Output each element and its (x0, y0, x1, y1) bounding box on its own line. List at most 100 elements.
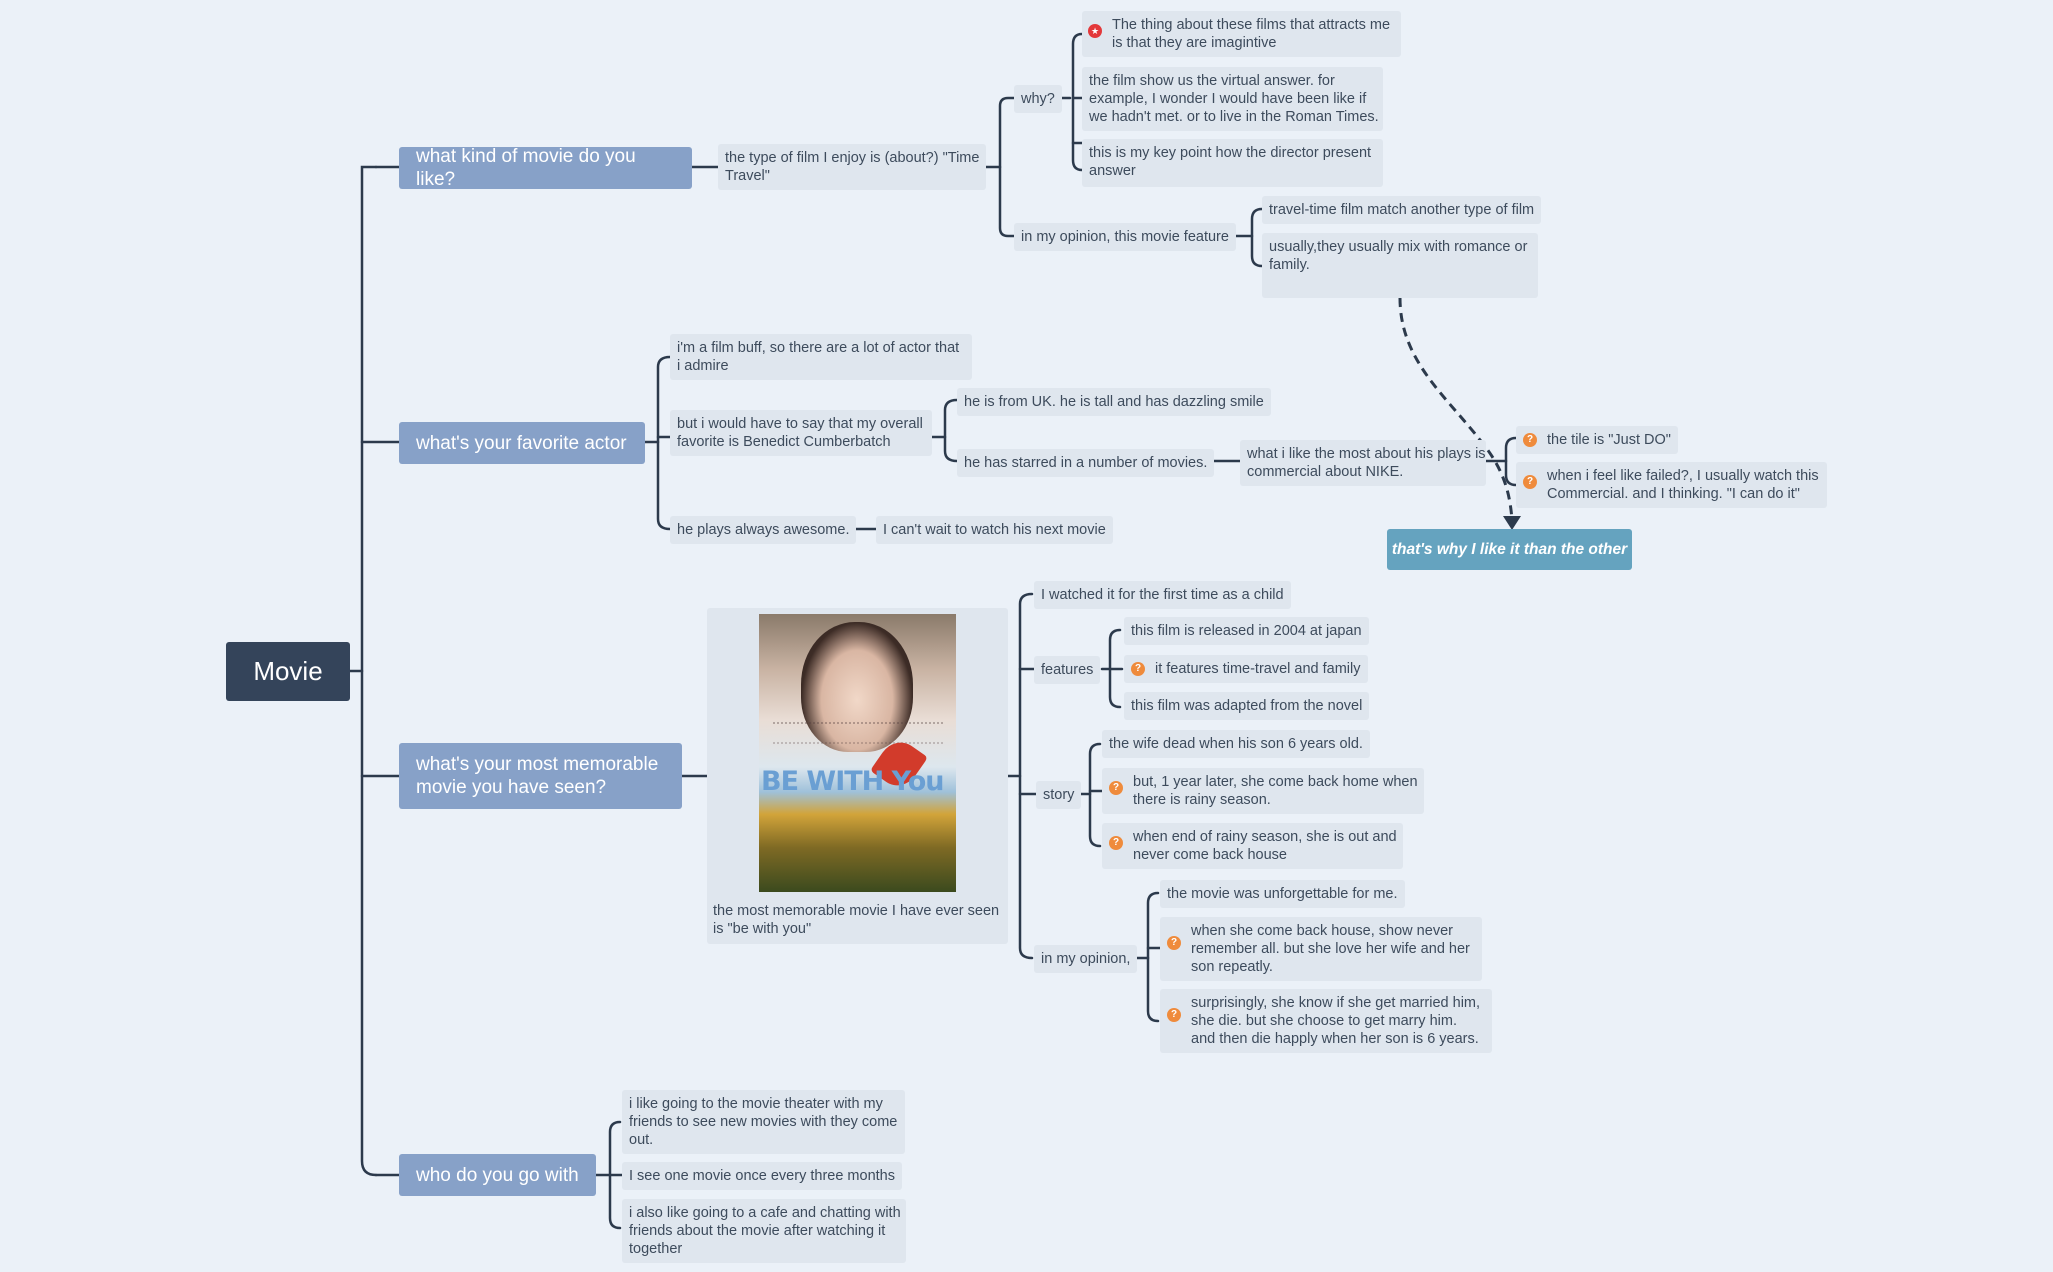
subtopic-label: usually,they usually mix with romance or (1269, 238, 1531, 256)
subtopic-favorite-cumberbatch[interactable]: but i would have to say that my overall … (670, 410, 932, 456)
subtopic-label: I see one movie once every three months (629, 1168, 895, 1184)
subtopic-label: features (1041, 662, 1093, 678)
subtopic-released-2004[interactable]: this film is released in 2004 at japan (1124, 617, 1369, 645)
subtopic-label: The thing about these films that attract… (1112, 16, 1390, 52)
subtopic-in-my-opinion[interactable]: in my opinion, (1034, 945, 1137, 973)
topic-label: what's your favorite actor (416, 432, 627, 455)
subtopic-label: the movie was unforgettable for me. (1167, 886, 1398, 902)
floating-label: that's why I like it than the other (1392, 541, 1627, 559)
subtopic-label: answer (1089, 162, 1376, 180)
subtopic-story[interactable]: story (1036, 781, 1081, 809)
subtopic-just-do[interactable]: ? the tile is "Just DO" (1516, 426, 1678, 454)
subtopic-from-uk[interactable]: he is from UK. he is tall and has dazzli… (957, 388, 1271, 416)
star-icon: ★ (1088, 24, 1102, 38)
subtopic-label: in my opinion, this movie feature (1021, 229, 1229, 245)
subtopic-label: but, 1 year later, she come back home wh… (1133, 773, 1418, 809)
floating-topic[interactable]: that's why I like it than the other (1387, 529, 1632, 570)
subtopic-label: I watched it for the first time as a chi… (1041, 587, 1284, 603)
subtopic-nike[interactable]: what i like the most about his plays is … (1240, 440, 1486, 486)
subtopic-label: he plays always awesome. (677, 522, 849, 538)
subtopic-why[interactable]: why? (1014, 85, 1062, 113)
question-icon: ? (1523, 475, 1537, 489)
question-icon: ? (1109, 836, 1123, 850)
subtopic-opinion-feature[interactable]: in my opinion, this movie feature (1014, 223, 1236, 251)
subtopic-label: what i like the most about his plays is (1247, 445, 1479, 463)
movie-poster-image: BE WITH You (759, 614, 956, 892)
poster-fine-print (773, 722, 943, 744)
topic-label: who do you go with (416, 1164, 579, 1187)
subtopic-label: i also like going to a cafe and chatting… (629, 1204, 899, 1222)
subtopic-why-virtual-answer[interactable]: the film show us the virtual answer. for… (1082, 67, 1383, 131)
subtopic-wife-dead[interactable]: the wife dead when his son 6 years old. (1102, 730, 1370, 758)
subtopic-choose-to-marry[interactable]: ? surprisingly, she know if she get marr… (1160, 989, 1492, 1053)
subtopic-film-buff[interactable]: i'm a film buff, so there are a lot of a… (670, 334, 972, 380)
root-label: Movie (253, 656, 322, 687)
subtopic-label: when i feel like failed?, I usually watc… (1547, 467, 1819, 503)
subtopic-label: i admire (677, 357, 965, 375)
subtopic-label: the wife dead when his son 6 years old. (1109, 736, 1363, 752)
subtopic-label: in my opinion, (1041, 951, 1130, 967)
subtopic-label: friends about the movie after watching i… (629, 1222, 899, 1240)
subtopic-first-time-child[interactable]: I watched it for the first time as a chi… (1034, 581, 1291, 609)
subtopic-label: i'm a film buff, so there are a lot of a… (677, 339, 965, 357)
subtopic-label: when end of rainy season, she is out and… (1133, 828, 1397, 864)
subtopic-label: together (629, 1240, 899, 1258)
subtopic-starred-movies[interactable]: he has starred in a number of movies. (957, 449, 1214, 477)
subtopic-film-type[interactable]: the type of film I enjoy is (about?) "Ti… (718, 144, 986, 190)
subtopic-label: this is my key point how the director pr… (1089, 144, 1376, 162)
subtopic-label: out. (629, 1131, 898, 1149)
subtopic-label: the most memorable movie I have ever see… (713, 902, 999, 920)
subtopic-movie-theater-friends[interactable]: i like going to the movie theater with m… (622, 1090, 905, 1154)
topic-label: what's your most memorable movie you hav… (416, 753, 658, 799)
topic-who-go-with[interactable]: who do you go with (399, 1154, 596, 1196)
subtopic-label: the film show us the virtual answer. for (1089, 72, 1376, 90)
subtopic-label: he has starred in a number of movies. (964, 455, 1207, 471)
subtopic-label: story (1043, 787, 1074, 803)
subtopic-label: family. (1269, 256, 1531, 274)
subtopic-label: commercial about NIKE. (1247, 463, 1479, 481)
subtopic-plays-awesome[interactable]: he plays always awesome. (670, 516, 856, 544)
subtopic-label: is "be with you" (713, 920, 811, 938)
subtopic-label: he is from UK. he is tall and has dazzli… (964, 394, 1264, 410)
subtopic-label: favorite is Benedict Cumberbatch (677, 433, 925, 451)
subtopic-label: we hadn't met. or to live in the Roman T… (1089, 108, 1376, 126)
subtopic-why-imaginative[interactable]: ★ The thing about these films that attra… (1082, 11, 1401, 57)
subtopic-label: surprisingly, she know if she get marrie… (1191, 994, 1480, 1048)
question-icon: ? (1109, 781, 1123, 795)
subtopic-label: example, I wonder I would have been like… (1089, 90, 1376, 108)
subtopic-label: why? (1021, 91, 1055, 107)
subtopic-adapted-novel[interactable]: this film was adapted from the novel (1124, 692, 1369, 720)
root-topic[interactable]: Movie (226, 642, 350, 701)
subtopic-label: friends to see new movies with they come (629, 1113, 898, 1131)
subtopic-label: this film was adapted from the novel (1131, 698, 1362, 714)
subtopic-opinion-mix[interactable]: usually,they usually mix with romance or… (1262, 233, 1538, 298)
subtopic-features[interactable]: features (1034, 656, 1100, 684)
subtopic-come-back-rainy[interactable]: ? but, 1 year later, she come back home … (1102, 768, 1424, 814)
question-icon: ? (1167, 1008, 1181, 1022)
subtopic-label: this film is released in 2004 at japan (1131, 623, 1362, 639)
subtopic-label: Travel" (725, 167, 979, 185)
subtopic-label: travel-time film match another type of f… (1269, 202, 1534, 218)
topic-kind-of-movie[interactable]: what kind of movie do you like? (399, 147, 692, 189)
subtopic-time-travel-family[interactable]: ? it features time-travel and family (1124, 655, 1368, 683)
subtopic-cafe-chatting[interactable]: i also like going to a cafe and chatting… (622, 1199, 906, 1263)
subtopic-frequency[interactable]: I see one movie once every three months (622, 1162, 902, 1190)
question-icon: ? (1523, 433, 1537, 447)
subtopic-label: i like going to the movie theater with m… (629, 1095, 898, 1113)
subtopic-never-remember[interactable]: ? when she come back house, show never r… (1160, 917, 1482, 981)
topic-memorable-movie[interactable]: what's your most memorable movie you hav… (399, 743, 682, 809)
subtopic-label: the type of film I enjoy is (about?) "Ti… (725, 149, 979, 167)
topic-label: what kind of movie do you like? (416, 145, 675, 191)
subtopic-why-key-point[interactable]: this is my key point how the director pr… (1082, 139, 1383, 187)
subtopic-end-rainy-season[interactable]: ? when end of rainy season, she is out a… (1102, 823, 1403, 869)
subtopic-label: the tile is "Just DO" (1547, 431, 1671, 449)
question-icon: ? (1167, 936, 1181, 950)
subtopic-unforgettable[interactable]: the movie was unforgettable for me. (1160, 880, 1405, 908)
topic-favorite-actor[interactable]: what's your favorite actor (399, 422, 645, 464)
subtopic-failed[interactable]: ? when i feel like failed?, I usually wa… (1516, 462, 1827, 508)
poster-title: BE WITH You (761, 766, 956, 797)
subtopic-next-movie[interactable]: I can't wait to watch his next movie (876, 516, 1113, 544)
subtopic-label: when she come back house, show never rem… (1191, 922, 1470, 976)
subtopic-opinion-match[interactable]: travel-time film match another type of f… (1262, 196, 1541, 224)
